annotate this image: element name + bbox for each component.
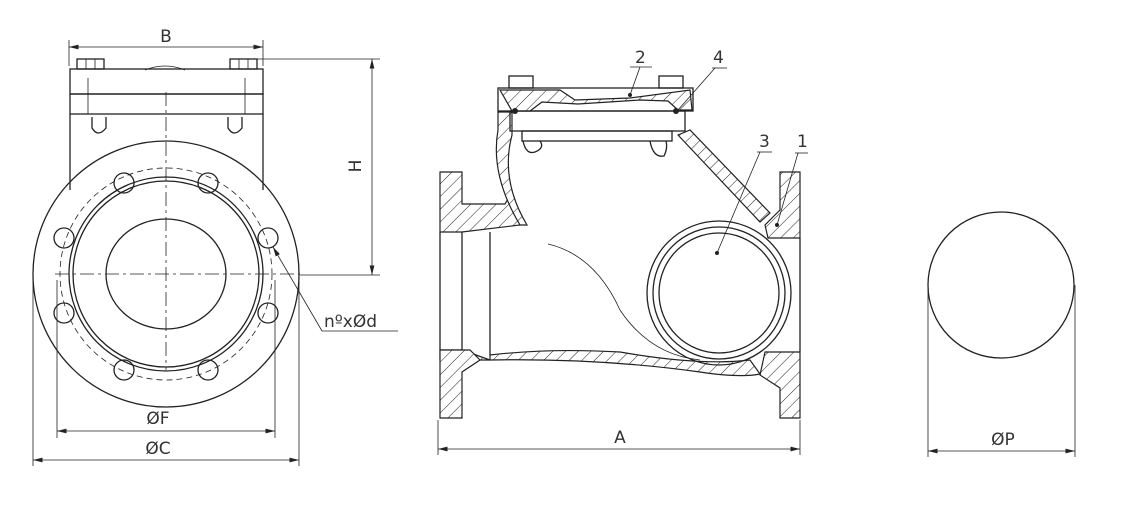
right-flange-bottom: [759, 351, 801, 419]
part-2-cover: [498, 89, 693, 112]
dim-H-label: H: [346, 160, 366, 173]
front-view: B H nºxØd ØF ØC: [32, 27, 398, 466]
dim-A-label: A: [614, 428, 626, 448]
dim-F-label: ØF: [146, 409, 169, 429]
bonnet-flange: [69, 93, 264, 115]
side-bolt-left: [508, 75, 534, 89]
bolt-holes-label: nºxØd: [324, 312, 377, 332]
part-label-2: 2: [635, 48, 646, 68]
side-section-view: 2 4 3 1 A: [437, 48, 808, 455]
side-bolt-right: [658, 75, 684, 89]
part-label-1: 1: [797, 132, 808, 152]
part-label-4: 4: [713, 48, 724, 68]
bolt-head-right: [229, 58, 258, 70]
part-3-disc: [646, 220, 792, 366]
bonnet-cover: [69, 68, 264, 95]
dim-C-label: ØC: [145, 439, 170, 459]
bolt-holes: [53, 172, 279, 381]
bolt-head-left: [76, 58, 105, 70]
dim-P-label: ØP: [991, 430, 1015, 450]
left-flange-bottom: [439, 349, 481, 419]
disc-circle: [927, 211, 1075, 359]
body-lower-wall: [489, 349, 762, 377]
dim-B-label: B: [160, 27, 172, 47]
disc-view: ØP: [927, 211, 1076, 457]
part-label-3: 3: [759, 132, 770, 152]
